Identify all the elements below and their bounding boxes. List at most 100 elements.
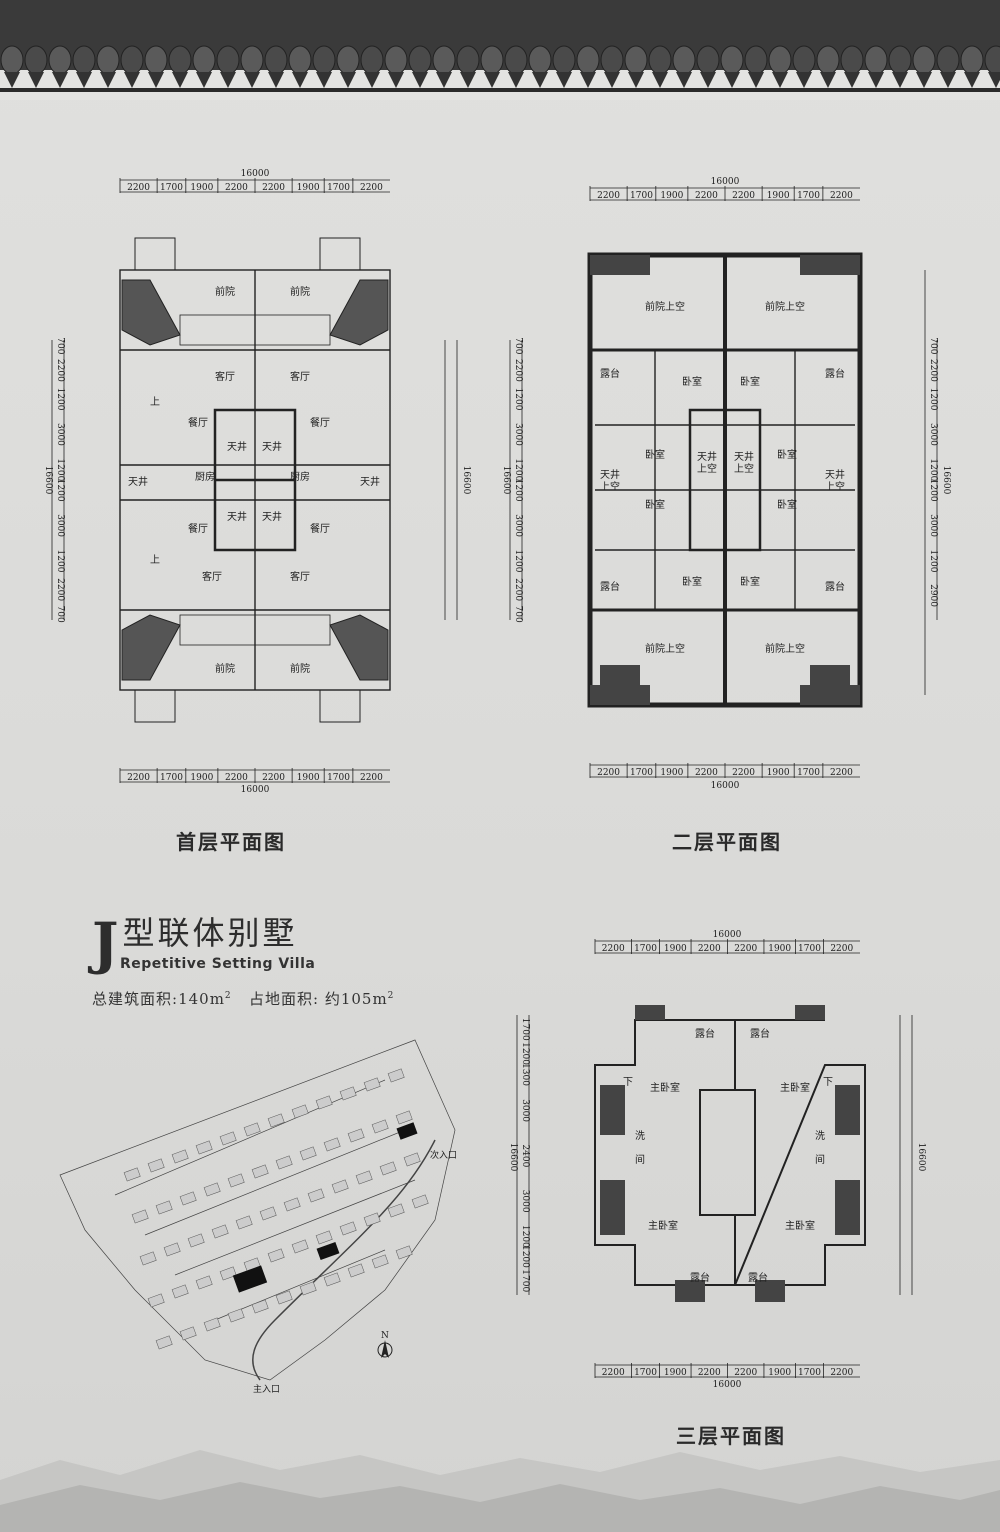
tf-dim-top-7: 2200	[830, 944, 853, 954]
ff-dim-top-2: 1900	[190, 183, 213, 193]
ff-dim-top-1: 1700	[160, 183, 183, 193]
ff-room-kitchen-1: 厨房	[195, 470, 215, 483]
ff-room-dining-4: 餐厅	[310, 522, 330, 535]
first-floor-plan: 16000 2200 1700 1900 2200 2200 1900 1700 2200 前…	[43, 169, 471, 795]
sf-dim-left-7: 1200	[513, 550, 523, 573]
ff-dim-top-3: 2200	[225, 183, 248, 193]
ff-dim-left-1: 2200	[55, 359, 65, 382]
sf-total-width-bottom: 16000	[711, 781, 740, 791]
area-sup: 2	[224, 991, 232, 1001]
ff-stair-up-1: 上	[150, 396, 160, 408]
tf-dim-bottom-7: 2200	[830, 1368, 853, 1378]
sf-room-terrace-1: 露台	[600, 367, 620, 380]
area-label: 总建筑面积:	[92, 990, 179, 1008]
sf-room-court-void-1b: 上空	[697, 462, 717, 475]
tf-dim-bottom-4: 2200	[734, 1368, 757, 1378]
tf-stair-down-1: 下	[623, 1077, 633, 1088]
north-arrow-icon: N	[377, 1331, 393, 1358]
land-label: 占地面积:	[248, 990, 320, 1008]
ff-room-court-4: 天井	[360, 475, 380, 488]
sf-dim-bottom-4: 2200	[732, 768, 755, 778]
sf-dim-left-6: 3000	[513, 514, 523, 537]
ff-total-width-bottom: 16000	[241, 785, 270, 795]
ff-dim-left-7: 1200	[55, 550, 65, 573]
sf-dim-top-6: 1700	[797, 191, 820, 201]
ff-dim-bottom-1: 1700	[160, 773, 183, 783]
ff-dim-left-8: 2200	[55, 578, 65, 601]
ff-dim-left-9: 700	[55, 606, 65, 623]
tf-dim-bottom-5: 1900	[768, 1368, 791, 1378]
sf-room-terrace-4: 露台	[825, 580, 845, 593]
ff-dim-top-5: 1900	[297, 183, 320, 193]
tf-dim-top-2: 1900	[664, 944, 687, 954]
villa-title-block: J 型联体别墅 Repetitive Setting Villa	[92, 908, 422, 972]
sf-room-terrace-3: 露台	[600, 580, 620, 593]
sf-dim-top-1: 1700	[630, 191, 653, 201]
ff-room-front-yard-1: 前院	[215, 285, 235, 298]
sf-dim-bottom-2: 1900	[660, 768, 683, 778]
north-label: N	[381, 1331, 389, 1341]
tf-toilet-2: 间	[815, 1153, 825, 1166]
sf-dim-right-8: 2900	[928, 584, 938, 607]
villa-title-cn: 型联体别墅	[122, 914, 298, 952]
ff-room-dining-3: 餐厅	[188, 522, 208, 535]
tf-wash-1: 洗	[635, 1130, 645, 1142]
sf-room-bed-2: 卧室	[740, 375, 760, 388]
ff-room-living-3: 客厅	[202, 570, 222, 583]
villa-letter: J	[92, 911, 119, 977]
sf-room-bed-8: 卧室	[740, 575, 760, 588]
land-sup: 2	[387, 991, 395, 1001]
tf-dim-left-1: 1200	[520, 1042, 530, 1065]
sf-dim-left-3: 3000	[513, 423, 523, 446]
ff-dim-left-3: 3000	[55, 423, 65, 446]
sf-dim-top-0: 2200	[597, 191, 620, 201]
tf-dim-left-2: 1300	[520, 1063, 530, 1086]
area-line: 总建筑面积:140m2 占地面积: 约105m2	[92, 988, 394, 1009]
sf-dim-bottom-3: 2200	[695, 768, 718, 778]
sf-dim-right-4: 1200	[928, 458, 938, 481]
ff-room-court-5: 天井	[227, 510, 247, 523]
ff-room-living-4: 客厅	[290, 570, 310, 583]
tf-stair-down-2: 下	[823, 1077, 833, 1088]
ff-dim-left-4: 1200	[55, 458, 65, 481]
sf-room-court-void-3a: 天井	[600, 468, 620, 481]
sf-dim-bottom-6: 1700	[797, 768, 820, 778]
ff-dim-left-6: 3000	[55, 514, 65, 537]
tf-dim-top-1: 1700	[634, 944, 657, 954]
ff-room-court-1: 天井	[227, 440, 247, 453]
mountain-silhouette	[0, 1450, 1000, 1532]
sf-dim-right-0: 700	[928, 337, 938, 354]
sf-dim-bottom-1: 1700	[630, 768, 653, 778]
sf-room-court-void-4a: 天井	[825, 468, 845, 481]
tf-total-width-top: 16000	[713, 930, 742, 940]
sf-total-depth-right: 16600	[941, 466, 951, 495]
roof-tile-border	[0, 0, 1000, 100]
ff-room-dining-2: 餐厅	[310, 416, 330, 429]
tf-dim-top-6: 1700	[798, 944, 821, 954]
first-floor-caption: 首层平面图	[176, 830, 286, 854]
area-value: 140m	[178, 990, 225, 1008]
ff-dim-top-4: 2200	[262, 183, 285, 193]
land-value: 约105m	[324, 990, 388, 1008]
ff-dim-bottom-0: 2200	[127, 773, 150, 783]
tf-room-terrace-4: 露台	[748, 1271, 768, 1284]
second-floor-caption: 二层平面图	[672, 830, 782, 854]
sf-dim-right-2: 1200	[928, 388, 938, 411]
tf-dim-left-6: 1200	[520, 1225, 530, 1248]
sf-dim-top-3: 2200	[695, 191, 718, 201]
sf-dim-bottom-0: 2200	[597, 768, 620, 778]
ff-total-depth-left: 16600	[43, 466, 53, 495]
ff-room-living-1: 客厅	[215, 370, 235, 383]
tf-dim-top-0: 2200	[602, 944, 625, 954]
tf-dim-top-4: 2200	[734, 944, 757, 954]
ff-dim-top-7: 2200	[360, 183, 383, 193]
ff-room-court-3: 天井	[128, 475, 148, 488]
tf-room-master-3: 主卧室	[648, 1219, 678, 1232]
sf-room-bed-3: 卧室	[645, 448, 665, 461]
tf-total-width-bottom: 16000	[713, 1380, 742, 1390]
sf-dim-left-8: 2200	[513, 578, 523, 601]
tf-room-terrace-3: 露台	[690, 1271, 710, 1284]
sf-room-void-1: 前院上空	[645, 300, 685, 313]
tf-dim-left-3: 3000	[520, 1099, 530, 1122]
sf-dim-right-3: 3000	[928, 423, 938, 446]
